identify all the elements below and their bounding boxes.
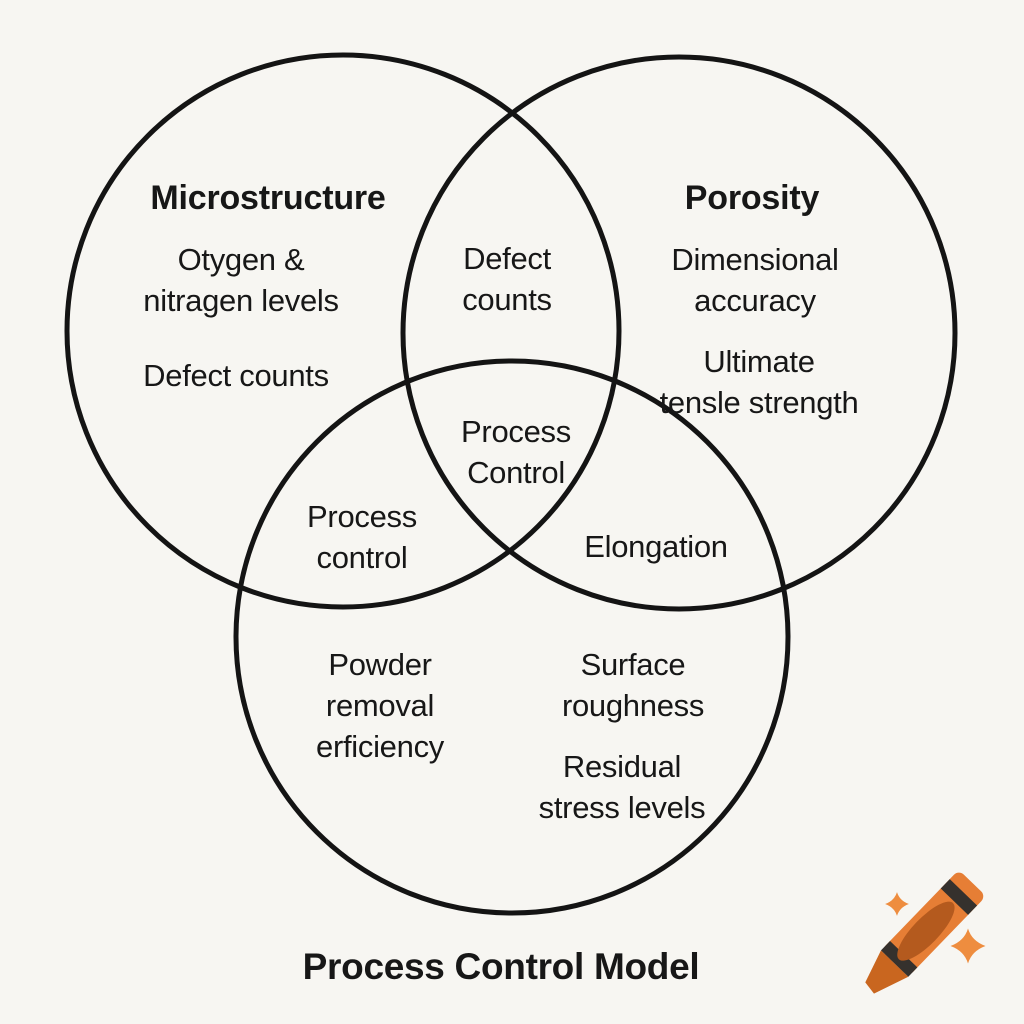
bottom-circle	[233, 358, 791, 916]
microstructure-circle	[64, 52, 622, 610]
sparkle-icon-large	[950, 928, 986, 964]
crayon-tip	[865, 950, 909, 994]
microstructure-title: Microstructure	[150, 179, 386, 217]
crayon-stripe-right	[940, 879, 978, 915]
crayon-oval	[897, 901, 955, 961]
bottom-item-surface-roughness: Surface roughness	[561, 647, 705, 723]
page-title: Process Control Model	[302, 946, 700, 987]
bottom-item-powder-removal: Powder removal erficiency	[316, 647, 444, 764]
porosity-item-ultimate-tensile-strength: Ultimate tensle strength	[659, 344, 859, 420]
overlap-center-process-control: Process Control	[461, 414, 571, 490]
overlap-top-defect-counts: Defect counts	[462, 241, 552, 317]
crayon-icon-svg	[865, 872, 986, 994]
microstructure-item-oxygen-nitrogen: Otygen & nitragen levels	[143, 242, 339, 318]
sparkle-icon-small	[885, 892, 909, 916]
bottom-item-residual-stress: Residual stress levels	[538, 749, 706, 825]
porosity-item-dimensional-accuracy: Dimensional accuracy	[671, 242, 839, 318]
overlap-left-process-control: Process control	[307, 499, 417, 575]
overlap-right-elongation: Elongation	[584, 529, 728, 564]
microstructure-item-defect-counts: Defect counts	[143, 358, 329, 393]
porosity-title: Porosity	[684, 179, 820, 217]
porosity-circle	[400, 54, 958, 612]
crayon-icon	[852, 852, 1022, 1024]
